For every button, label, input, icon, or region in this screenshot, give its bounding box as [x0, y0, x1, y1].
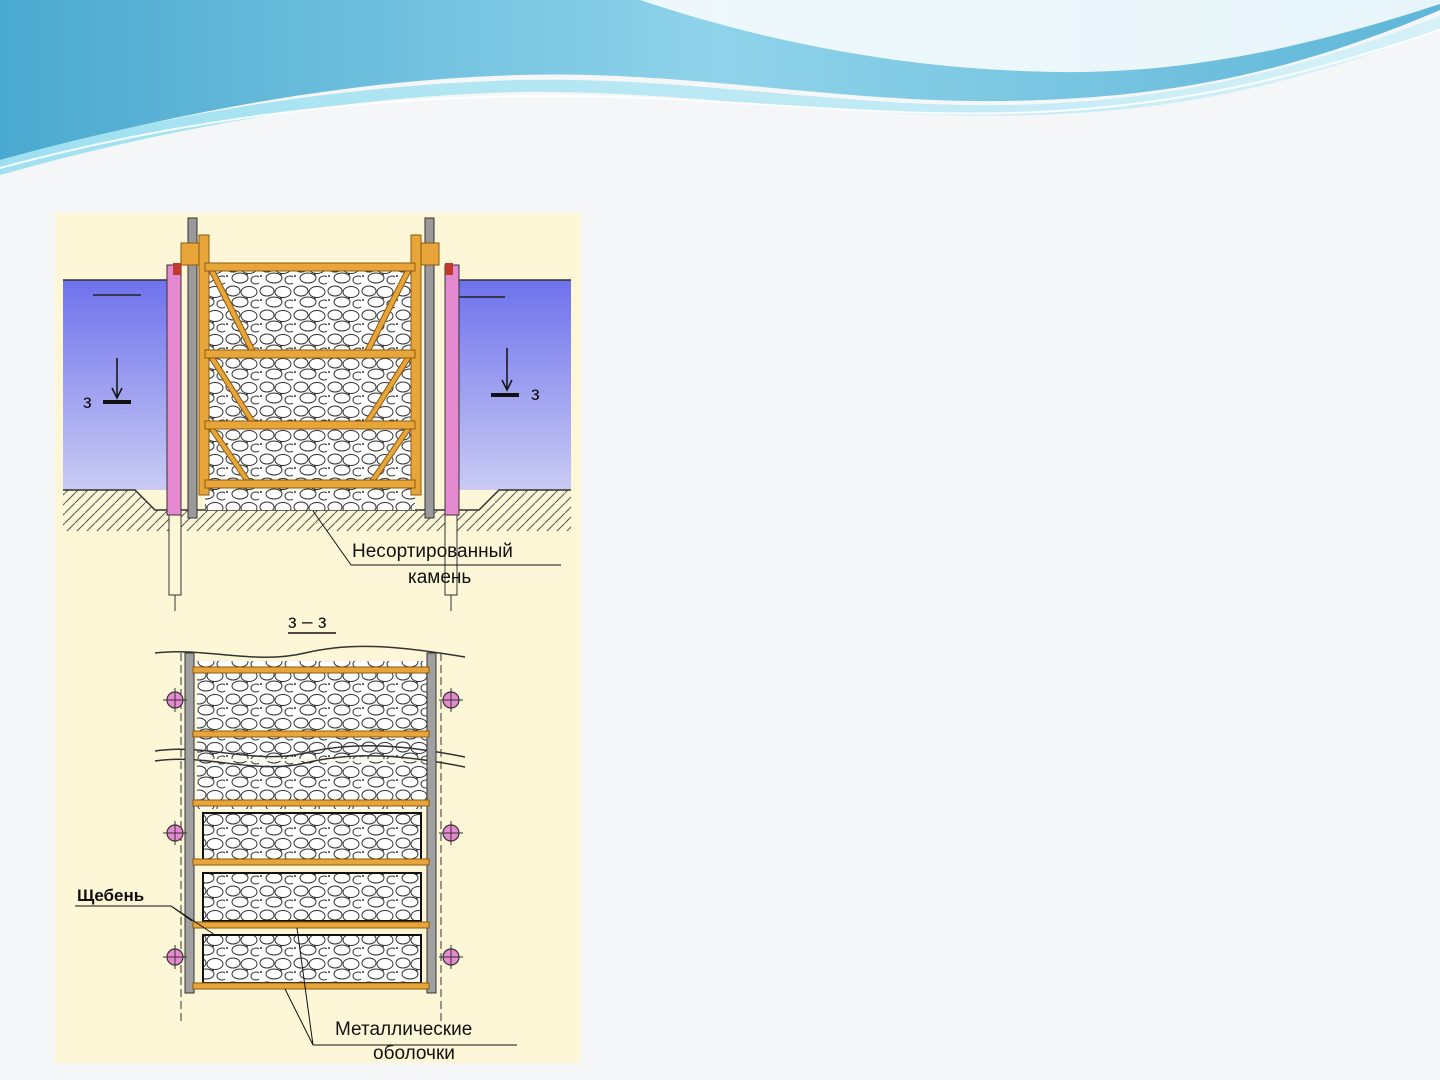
header-wave-decoration — [0, 0, 1440, 175]
section-title: з – з — [288, 612, 327, 633]
section-mark-left: з — [83, 392, 92, 413]
section-mark-right: з — [531, 384, 540, 405]
label-unsorted-stone-line1: Несортированный — [352, 541, 513, 562]
label-unsorted-stone-line2: камень — [408, 567, 471, 588]
label-metal-shells-line2: оболочки — [373, 1043, 455, 1063]
label-metal-shells-line1: Металлические — [335, 1019, 472, 1040]
water-left — [63, 280, 173, 490]
stone-fill-elevation — [205, 265, 415, 510]
sheet-pile-left — [167, 265, 181, 515]
metal-shell-2 — [203, 873, 421, 921]
cofferdam-drawing-svg: з з Несортированный камень з – з — [55, 213, 581, 1063]
metal-shell-1 — [203, 813, 421, 861]
water-right — [453, 280, 571, 490]
label-gravel: Щебень — [77, 886, 144, 905]
cofferdam-drawing: з з Несортированный камень з – з — [55, 213, 581, 1063]
stone-fill-plan-top — [197, 661, 427, 759]
metal-shell-3 — [203, 935, 421, 983]
sheet-pile-right — [445, 265, 459, 515]
